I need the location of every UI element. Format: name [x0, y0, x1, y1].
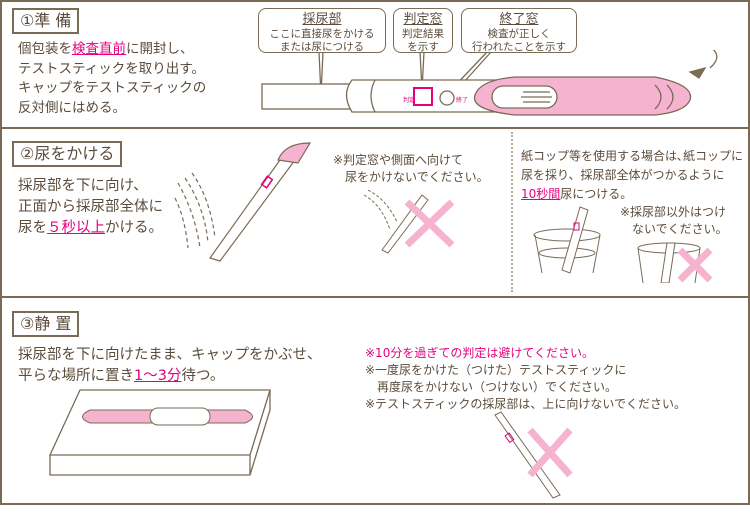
judge-label: 判定: [403, 96, 415, 104]
end-label: 終了: [456, 96, 468, 104]
wrong-direction-illustration: [363, 190, 455, 254]
step3-warnings: ※10分を過ぎての判定は避けてください。※一度尿をかけた（つけた）テストスティッ…: [365, 346, 686, 411]
cup-instruction: 紙コップ等を使用する場合は､紙コップに尿を採り、採尿部全体がつかるように 10秒…: [521, 149, 744, 201]
step2-note: ※判定窓や側面へ向けて尿をかけないでください。: [333, 153, 489, 184]
step1-title: ①準 備: [12, 8, 80, 34]
callout-sampler: 採尿部ここに直接尿をかけるまたは尿につける: [258, 8, 386, 53]
callout-result-window: 判定窓判定結果を示す: [393, 8, 453, 53]
urinate-illustration: [174, 142, 312, 262]
cup-correct-illustration: [533, 206, 601, 274]
wrong-upward-illustration: [494, 411, 573, 499]
cup-wrong-illustration: [637, 242, 713, 283]
step2-text: 採尿部を下に向け、正面から採尿部全体に 尿を５秒以上かける。: [18, 178, 163, 236]
callout-end-window: 終了窓検査が正しく行われたことを示す: [461, 8, 577, 53]
step1-text: 個包装を検査直前に開封し、 テストスティックを取り出す。キャップをテストスティッ…: [18, 41, 207, 116]
cup-note: ※採尿部以外はつけないでください。: [620, 205, 728, 236]
test-stick-illustration: 判定 終了: [261, 50, 718, 116]
step3-title: ③静 置: [12, 311, 80, 337]
column-divider: [511, 132, 513, 292]
step2-title: ②尿をかける: [12, 141, 123, 167]
divider: [0, 127, 750, 129]
step3-text: 採尿部を下に向けたまま、キャップをかぶせ、 平らな場所に置き1～3分待つ。: [18, 347, 322, 384]
divider: [0, 0, 750, 2]
frame: [0, 0, 750, 505]
divider: [0, 503, 750, 505]
stick-on-table-illustration: [48, 389, 271, 476]
divider: [0, 296, 750, 298]
